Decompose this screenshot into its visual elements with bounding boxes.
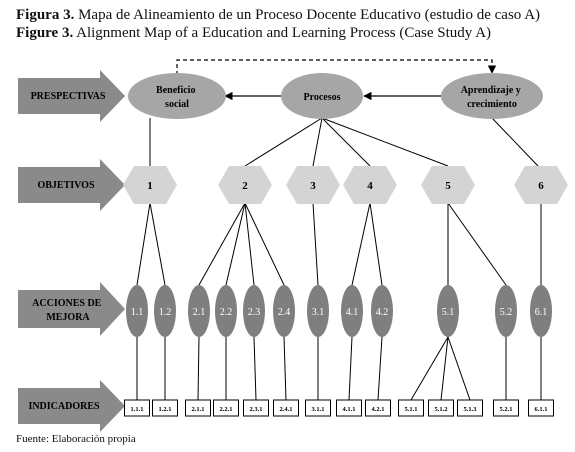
row-arrow-indicadores	[18, 380, 125, 432]
indicator-label: 5.1.1	[405, 406, 418, 413]
indicator-label: 2.2.1	[220, 406, 233, 413]
indicator-box-5-1-1: 5.1.1	[398, 399, 424, 417]
objective-hexagon-1: 1	[123, 166, 177, 204]
action-label: 5.2	[500, 307, 513, 318]
objective-hexagon-4: 4	[343, 166, 397, 204]
dashed-feedback-connector	[176, 59, 497, 75]
objective-label: 3	[310, 180, 316, 192]
action-node-2-1: 2.1	[188, 285, 210, 337]
objective-label: 1	[147, 180, 153, 192]
source-note: Fuente: Elaboración propia	[16, 433, 136, 445]
action-label: 2.4	[278, 307, 291, 318]
objective-label: 6	[538, 180, 544, 192]
indicator-box-3-1-1: 3.1.1	[305, 399, 331, 417]
caption-spanish-prefix: Figura 3.	[16, 7, 75, 23]
caption-spanish-text: Mapa de Alineamiento de un Proceso Docen…	[74, 7, 541, 23]
indicator-box-5-1-3: 5.1.3	[457, 399, 483, 417]
indicator-label: 5.2.1	[500, 406, 513, 413]
action-node-4-1: 4.1	[341, 285, 363, 337]
indicator-label: 1.2.1	[159, 406, 172, 413]
indicator-label: 2.1.1	[192, 406, 205, 413]
action-label: 1.2	[159, 307, 172, 318]
indicator-box-4-1-1: 4.1.1	[336, 399, 362, 417]
action-node-4-2: 4.2	[371, 285, 393, 337]
action-node-2-4: 2.4	[273, 285, 295, 337]
indicator-box-5-1-2: 5.1.2	[428, 399, 454, 417]
caption-spanish: Figura 3. Mapa de Alineamiento de un Pro…	[16, 7, 540, 24]
objective-hexagon-6: 6	[514, 166, 568, 204]
indicator-box-5-2-1: 5.2.1	[493, 399, 519, 417]
indicator-label: 5.1.2	[435, 406, 448, 413]
connector-lines	[136, 117, 542, 401]
indicator-box-1-1-1: 1.1.1	[124, 399, 150, 417]
indicator-label: 1.1.1	[131, 406, 144, 413]
action-label: 2.1	[193, 307, 206, 318]
action-node-3-1: 3.1	[307, 285, 329, 337]
svg-text:Procesos: Procesos	[303, 92, 340, 103]
objective-label: 2	[242, 180, 248, 192]
indicator-label: 2.3.1	[250, 406, 263, 413]
objective-hexagon-2: 2	[218, 166, 272, 204]
objective-label: 4	[367, 180, 373, 192]
indicator-box-2-2-1: 2.2.1	[213, 399, 239, 417]
row-label-perspectivas: PRESPECTIVAS	[31, 91, 106, 102]
indicator-box-1-2-1: 1.2.1	[152, 399, 178, 417]
action-node-5-2: 5.2	[495, 285, 517, 337]
action-label: 6.1	[535, 307, 548, 318]
row-label-acciones: ACCIONES DE MEJORA	[32, 298, 104, 323]
indicator-label: 6.1.1	[535, 406, 548, 413]
indicator-box-6-1-1: 6.1.1	[528, 399, 554, 417]
perspective-beneficio-social: Beneficio social	[128, 73, 226, 119]
indicator-label: 5.1.3	[464, 406, 478, 413]
action-node-6-1: 6.1	[530, 285, 552, 337]
action-label: 5.1	[442, 307, 455, 318]
action-label: 4.2	[376, 307, 389, 318]
indicator-box-4-2-1: 4.2.1	[365, 399, 391, 417]
caption-english: Figure 3. Alignment Map of a Education a…	[16, 25, 491, 42]
caption-english-text: Alignment Map of a Education and Learnin…	[73, 25, 492, 41]
perspective-procesos: Procesos	[281, 73, 363, 119]
action-node-5-1: 5.1	[437, 285, 459, 337]
indicator-label: 4.2.1	[372, 406, 385, 413]
indicators-layer: 1.1.1 1.2.1 2.1.1 2.2.1 2.3.1 2.4.1 3.1.1 4.1.1…	[124, 399, 554, 417]
indicator-label: 2.4.1	[280, 406, 293, 413]
indicator-label: 3.1.1	[312, 406, 325, 413]
indicator-box-2-3-1: 2.3.1	[243, 399, 269, 417]
action-node-2-2: 2.2	[215, 285, 237, 337]
perspective-aprendizaje-crecimiento: Aprendizaje y crecimiento	[441, 73, 543, 119]
indicator-label: 4.1.1	[343, 406, 356, 413]
objective-hexagon-5: 5	[421, 166, 475, 204]
objective-label: 5	[445, 180, 451, 192]
indicator-box-2-1-1: 2.1.1	[185, 399, 211, 417]
row-label-indicadores: INDICADORES	[28, 401, 100, 412]
objectives-layer: 1 2 3 4 5 6	[123, 166, 568, 204]
row-arrow-objetivos	[18, 159, 125, 211]
svg-text:Beneficio social: Beneficio social	[156, 85, 198, 110]
action-node-1-1: 1.1	[126, 285, 148, 337]
action-label: 3.1	[312, 307, 325, 318]
svg-text:Aprendizaje y crecimient: Aprendizaje y crecimiento	[461, 85, 524, 110]
action-label: 2.2	[220, 307, 233, 318]
caption-english-prefix: Figure 3.	[16, 25, 74, 41]
action-node-2-3: 2.3	[243, 285, 265, 337]
row-arrow-perspectivas	[18, 70, 125, 122]
action-node-1-2: 1.2	[154, 285, 176, 337]
objective-hexagon-3: 3	[286, 166, 340, 204]
row-label-objetivos: OBJETIVOS	[37, 180, 94, 191]
action-label: 1.1	[131, 307, 144, 318]
actions-layer: 1.1 1.2 2.1 2.2 2.3 2.4 3.1 4.1 4.2 5.1 5.2 6.1	[126, 285, 552, 337]
row-arrow-acciones	[18, 282, 125, 336]
action-label: 4.1	[346, 307, 359, 318]
action-label: 2.3	[248, 307, 261, 318]
indicator-box-2-4-1: 2.4.1	[273, 399, 299, 417]
